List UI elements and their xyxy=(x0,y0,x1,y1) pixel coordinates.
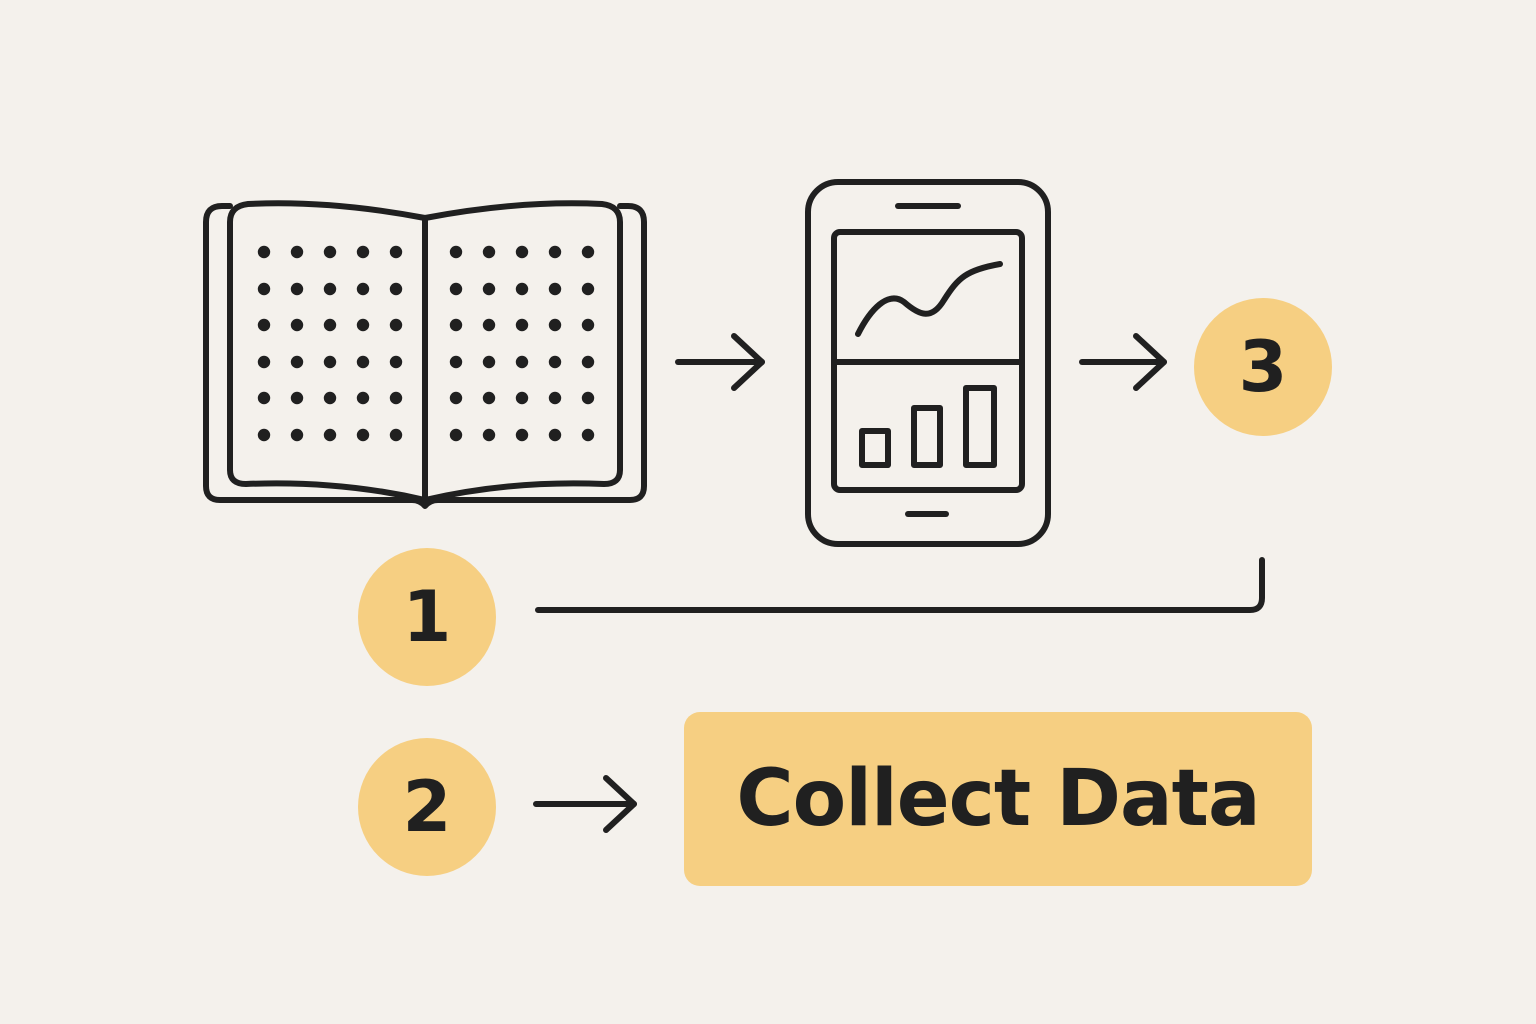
notebook-dot xyxy=(449,355,463,369)
phone-analytics-icon xyxy=(805,179,1051,547)
notebook-dot xyxy=(257,245,271,259)
notebook-dot xyxy=(257,391,271,405)
notebook-dot-grid xyxy=(257,245,595,442)
notebook-dot xyxy=(356,391,370,405)
notebook-dot xyxy=(581,245,595,259)
notebook-dot xyxy=(356,355,370,369)
notebook-dot xyxy=(581,318,595,332)
notebook-dot xyxy=(548,282,562,296)
notebook-dot xyxy=(389,245,403,259)
notebook-dot xyxy=(290,245,304,259)
notebook-dot xyxy=(290,428,304,442)
notebook-dot xyxy=(323,282,337,296)
notebook-dot xyxy=(290,391,304,405)
collect-data-box: Collect Data xyxy=(684,712,1312,886)
notebook-dot xyxy=(548,391,562,405)
notebook-dot xyxy=(356,245,370,259)
notebook-dot xyxy=(449,245,463,259)
open-dotted-notebook-icon xyxy=(203,200,647,509)
step-number: 2 xyxy=(402,766,452,848)
notebook-dot xyxy=(257,318,271,332)
notebook-dot xyxy=(389,355,403,369)
notebook-dot xyxy=(323,391,337,405)
notebook-dot xyxy=(548,428,562,442)
notebook-dot xyxy=(290,355,304,369)
notebook-dot xyxy=(389,428,403,442)
notebook-dot xyxy=(515,391,529,405)
notebook-dot xyxy=(515,318,529,332)
notebook-dot xyxy=(482,282,496,296)
step-number: 3 xyxy=(1238,326,1288,408)
notebook-dot xyxy=(323,428,337,442)
notebook-dot xyxy=(257,355,271,369)
notebook-left-page xyxy=(227,200,428,503)
notebook-dot xyxy=(290,282,304,296)
notebook-dot xyxy=(389,282,403,296)
notebook-dot xyxy=(356,428,370,442)
return-connector-line xyxy=(535,557,1265,613)
notebook-dot xyxy=(323,318,337,332)
notebook-dot xyxy=(482,391,496,405)
notebook-dot xyxy=(482,245,496,259)
notebook-dot xyxy=(548,355,562,369)
step-badge-1: 1 xyxy=(358,548,496,686)
notebook-dot xyxy=(449,318,463,332)
collect-data-label: Collect Data xyxy=(736,754,1260,844)
notebook-dot xyxy=(389,318,403,332)
notebook-dot xyxy=(548,318,562,332)
notebook-dot xyxy=(515,428,529,442)
notebook-dot xyxy=(449,391,463,405)
notebook-dot xyxy=(257,428,271,442)
line-chart-curve xyxy=(855,261,1003,337)
notebook-dot xyxy=(449,282,463,296)
notebook-dot xyxy=(581,391,595,405)
right-arrow-icon xyxy=(1079,333,1167,391)
notebook-back-cover xyxy=(203,203,647,509)
notebook-dot xyxy=(290,318,304,332)
right-arrow-icon xyxy=(675,333,765,391)
notebook-dot xyxy=(482,428,496,442)
notebook-right-page xyxy=(422,200,623,503)
step-number: 1 xyxy=(402,576,452,658)
bar-medium xyxy=(911,405,943,468)
right-arrow-icon xyxy=(533,775,637,833)
notebook-dot xyxy=(389,391,403,405)
notebook-dot xyxy=(548,245,562,259)
notebook-dot xyxy=(257,282,271,296)
bar-small xyxy=(859,428,891,468)
bar-tall xyxy=(963,385,997,468)
notebook-dot xyxy=(515,355,529,369)
notebook-dot xyxy=(581,282,595,296)
phone-body xyxy=(805,179,1051,547)
notebook-dot xyxy=(323,245,337,259)
notebook-dot xyxy=(323,355,337,369)
step-badge-3: 3 xyxy=(1194,298,1332,436)
notebook-dot xyxy=(482,318,496,332)
notebook-dot xyxy=(356,318,370,332)
notebook-dot xyxy=(482,355,496,369)
notebook-dot xyxy=(515,282,529,296)
notebook-dot xyxy=(449,428,463,442)
notebook-dot xyxy=(581,428,595,442)
notebook-dot xyxy=(515,245,529,259)
step-badge-2: 2 xyxy=(358,738,496,876)
notebook-dot xyxy=(581,355,595,369)
notebook-dot xyxy=(356,282,370,296)
